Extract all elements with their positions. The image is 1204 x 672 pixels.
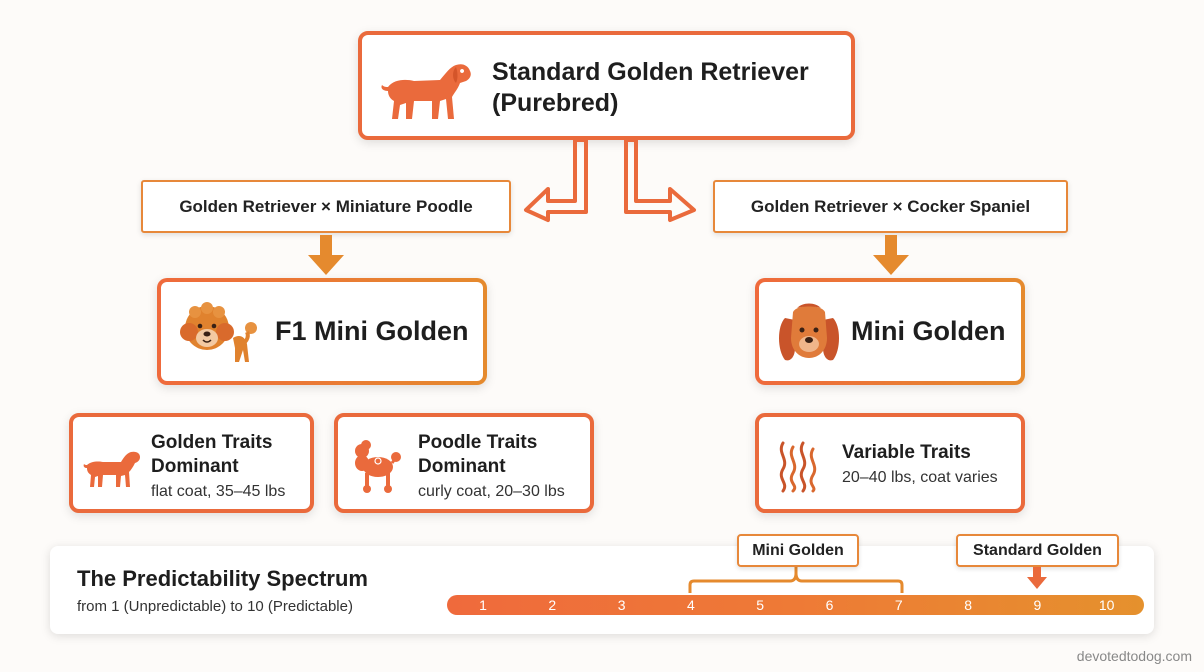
- golden-retriever-icon: [380, 49, 476, 125]
- arrow-left-down: [306, 235, 346, 277]
- top-breed-box: Standard Golden Retriever (Purebred): [358, 31, 855, 140]
- poodle-icon: [352, 439, 404, 495]
- right-cross-label: Golden Retriever × Cocker Spaniel: [713, 180, 1068, 233]
- spectrum-subtitle: from 1 (Unpredictable) to 10 (Predictabl…: [77, 598, 353, 615]
- site-watermark: devotedtodog.com: [1076, 648, 1192, 664]
- golden-traits-title: Golden Traits Dominant: [151, 431, 285, 479]
- variable-traits-detail: 20–40 lbs, coat varies: [842, 469, 998, 486]
- mini-golden-label: Mini Golden: [737, 534, 859, 567]
- golden-traits-box: Golden Traits Dominant flat coat, 35–45 …: [69, 413, 314, 513]
- doodle-dog-icon: [177, 298, 259, 368]
- spectrum-tick-5: 5: [756, 597, 765, 613]
- spectrum-tick-7: 7: [894, 597, 903, 613]
- standard-golden-label: Standard Golden: [956, 534, 1119, 567]
- variable-traits-box: Variable Traits 20–40 lbs, coat varies: [755, 413, 1025, 513]
- golden-traits-line1: Golden Traits: [151, 432, 273, 453]
- spectrum-tick-1: 1: [479, 597, 487, 613]
- spectrum-tick-6: 6: [825, 597, 834, 613]
- wavy-lines-icon: [775, 441, 819, 493]
- golden-traits-line2: Dominant: [151, 456, 239, 477]
- golden-traits-detail: flat coat, 35–45 lbs: [151, 483, 286, 500]
- standard-golden-marker-arrow: [1026, 567, 1048, 591]
- poodle-traits-title: Poodle Traits Dominant: [418, 431, 565, 479]
- spectrum-tick-3: 3: [617, 597, 626, 613]
- top-breed-title: Standard Golden Retriever (Purebred): [492, 57, 809, 119]
- spectrum-tick-10: 10: [1098, 597, 1115, 613]
- spectrum-tick-8: 8: [964, 597, 972, 613]
- left-cross-label: Golden Retriever × Miniature Poodle: [141, 180, 511, 233]
- f1-mini-golden-title: F1 Mini Golden: [275, 316, 469, 346]
- spectrum-bar: 1 2 3 4 5 6 7 8 9 10: [447, 595, 1144, 615]
- poodle-traits-line1: Poodle Traits: [418, 432, 538, 453]
- top-title-line1: Standard Golden Retriever: [492, 58, 809, 86]
- poodle-traits-line2: Dominant: [418, 456, 506, 477]
- arrow-top-to-right: [624, 138, 702, 225]
- arrow-right-down: [871, 235, 911, 277]
- spectrum-title: The Predictability Spectrum: [77, 566, 368, 591]
- poodle-traits-box: Poodle Traits Dominant curly coat, 20–30…: [334, 413, 594, 513]
- f1-mini-golden-box: F1 Mini Golden: [157, 278, 487, 385]
- spectrum-tick-4: 4: [686, 597, 695, 613]
- retriever-icon: [83, 447, 143, 489]
- mini-golden-range-bracket: [688, 567, 904, 595]
- variable-traits-title: Variable Traits: [842, 442, 971, 463]
- top-title-line2: (Purebred): [492, 89, 619, 117]
- mini-golden-title: Mini Golden: [851, 316, 1006, 346]
- spectrum-tick-9: 9: [1033, 597, 1042, 613]
- poodle-traits-detail: curly coat, 20–30 lbs: [418, 483, 565, 500]
- spectrum-tick-2: 2: [548, 597, 557, 613]
- mini-golden-box: Mini Golden: [755, 278, 1025, 385]
- cocker-spaniel-icon: [775, 298, 843, 368]
- arrow-top-to-left: [520, 138, 590, 225]
